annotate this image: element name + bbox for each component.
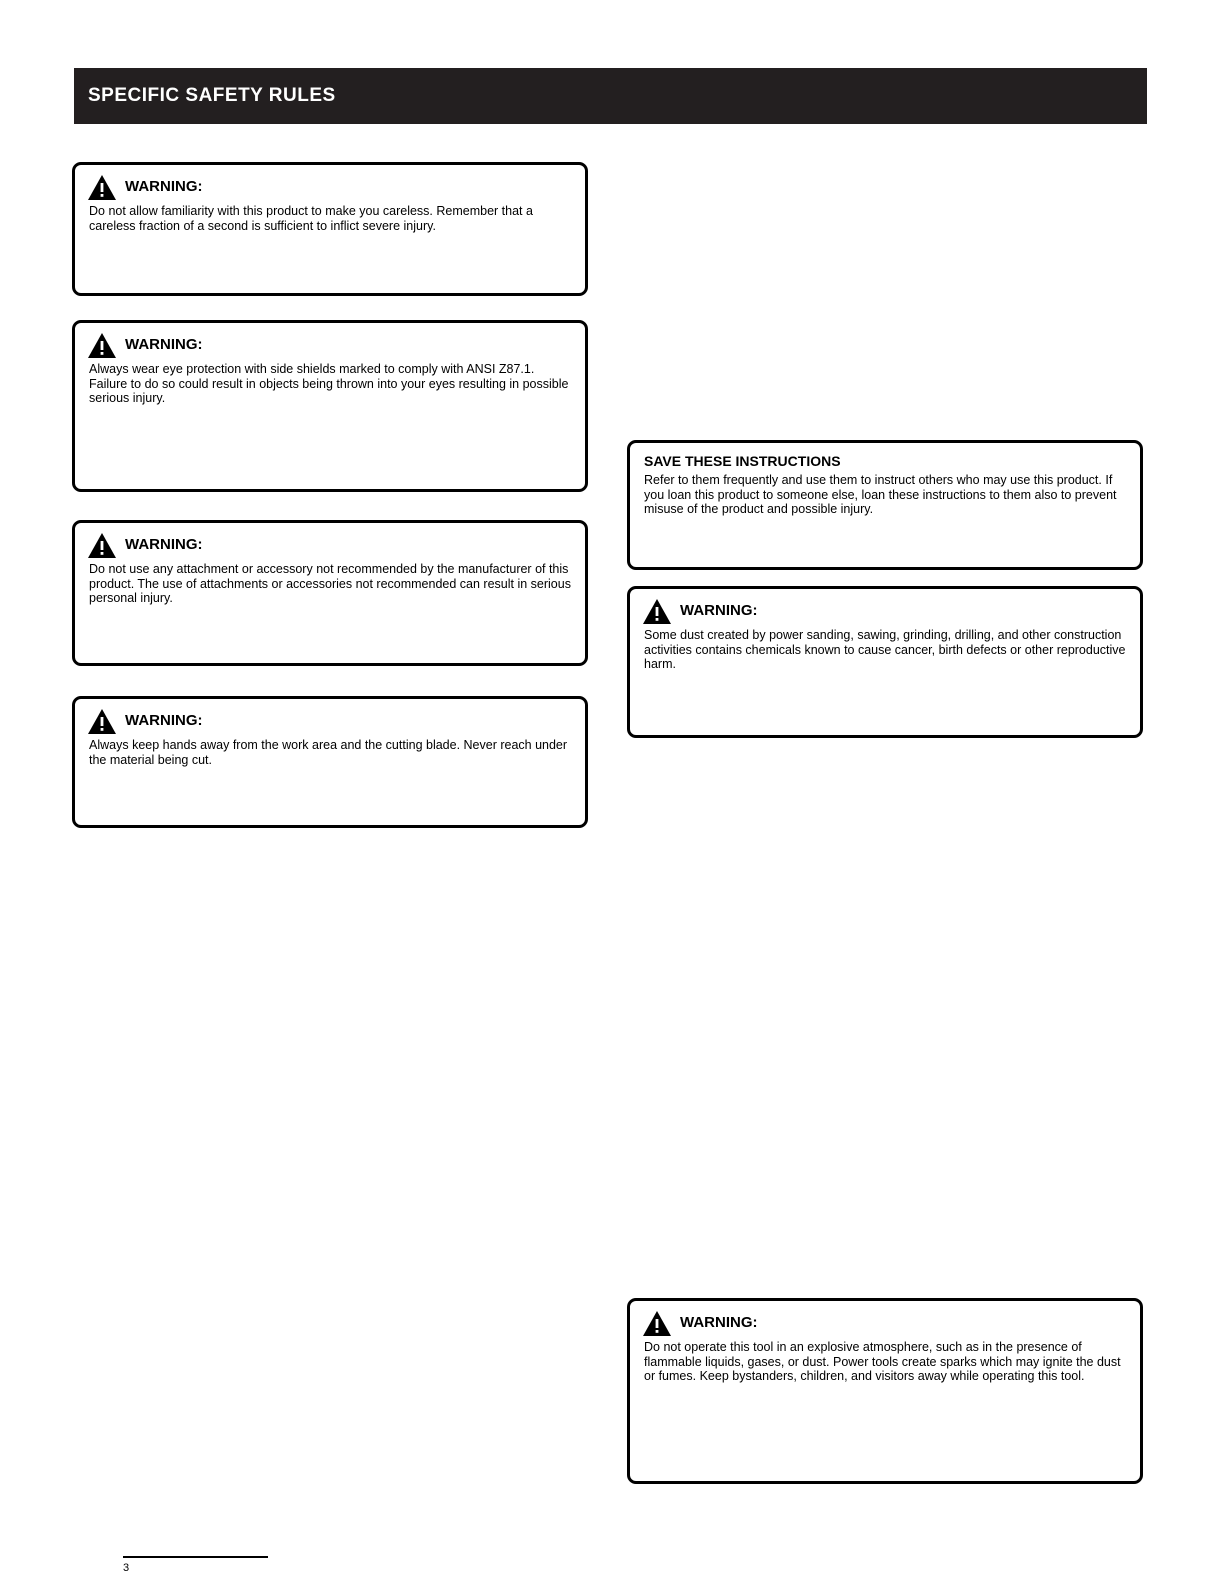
warning-box-5: WARNING: Some dust created by power sand… [627, 586, 1143, 738]
warning-box-4-body: Always keep hands away from the work are… [89, 738, 568, 767]
warning-box-6-body: Do not operate this tool in an explosive… [644, 1340, 1121, 1383]
warning-triangle-icon [642, 598, 672, 625]
warning-triangle-icon [87, 708, 117, 735]
warning-box-2: WARNING: Always wear eye protection with… [72, 320, 588, 492]
notice-box: SAVE THESE INSTRUCTIONS Refer to them fr… [627, 440, 1143, 570]
footer-divider [123, 1556, 268, 1558]
warning-box-2-title: WARNING: [125, 336, 203, 353]
page-title: SPECIFIC SAFETY RULES [88, 85, 336, 106]
warning-box-1-title: WARNING: [125, 178, 203, 195]
warning-box-1: WARNING: Do not allow familiarity with t… [72, 162, 588, 296]
warning-box-3: WARNING: Do not use any attachment or ac… [72, 520, 588, 666]
warning-box-4: WARNING: Always keep hands away from the… [72, 696, 588, 828]
warning-box-3-body: Do not use any attachment or accessory n… [89, 562, 571, 605]
notice-box-title: SAVE THESE INSTRUCTIONS [644, 453, 841, 469]
warning-triangle-icon [642, 1310, 672, 1337]
warning-box-4-title: WARNING: [125, 712, 203, 729]
warning-box-5-title: WARNING: [680, 602, 758, 619]
notice-box-body: Refer to them frequently and use them to… [644, 473, 1117, 516]
warning-box-3-title: WARNING: [125, 536, 203, 553]
warning-box-1-body: Do not allow familiarity with this produ… [89, 204, 533, 233]
warning-box-6-title: WARNING: [680, 1314, 758, 1331]
warning-box-2-body: Always wear eye protection with side shi… [89, 362, 569, 405]
warning-triangle-icon [87, 532, 117, 559]
warning-triangle-icon [87, 174, 117, 201]
page-number: 3 [123, 1562, 130, 1574]
warning-box-6: WARNING: Do not operate this tool in an … [627, 1298, 1143, 1484]
page-header-bar: SPECIFIC SAFETY RULES [74, 68, 1147, 124]
warning-triangle-icon [87, 332, 117, 359]
warning-box-5-body: Some dust created by power sanding, sawi… [644, 628, 1126, 671]
